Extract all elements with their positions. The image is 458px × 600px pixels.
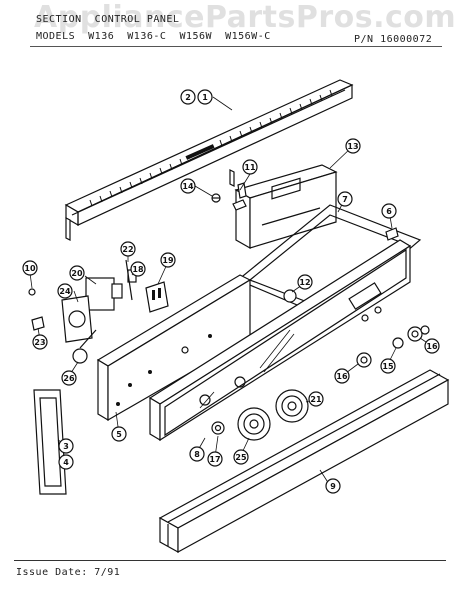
part-10-screw: [28, 288, 36, 296]
callout-5: 5: [111, 426, 127, 442]
callout-23: 23: [32, 334, 48, 350]
svg-text:20: 20: [71, 269, 83, 278]
callout-2: 2: [180, 89, 196, 105]
callout-20: 20: [69, 265, 85, 281]
callout-13: 13: [345, 138, 361, 154]
part-3-4-bezel: [33, 389, 67, 495]
part-26-shaft-knob: [72, 329, 97, 364]
svg-text:11: 11: [244, 163, 256, 172]
callout-15: 15: [380, 358, 396, 374]
svg-text:1: 1: [202, 93, 208, 102]
callout-11: 11: [242, 159, 258, 175]
callout-22: 22: [120, 241, 136, 257]
svg-text:2: 2: [185, 93, 191, 102]
callout-3: 3: [58, 438, 74, 454]
part-14-screw: [211, 193, 221, 203]
callout-24: 24: [57, 283, 73, 299]
svg-text:18: 18: [132, 265, 144, 274]
part-19-relay: [145, 281, 169, 313]
callout-25: 25: [233, 449, 249, 465]
callout-18: 18: [130, 261, 146, 277]
callout-16-right: 16: [424, 338, 440, 354]
svg-text:16: 16: [336, 372, 348, 381]
svg-text:17: 17: [209, 455, 220, 464]
svg-text:3: 3: [63, 442, 69, 451]
svg-text:14: 14: [182, 182, 194, 191]
part-17-small-knob: [211, 421, 225, 435]
issue-date: Issue Date: 7/91: [16, 567, 121, 578]
svg-text:10: 10: [24, 264, 36, 273]
svg-text:13: 13: [347, 142, 358, 151]
part-20-switch: [85, 277, 123, 311]
svg-text:6: 6: [386, 207, 392, 216]
svg-text:15: 15: [382, 362, 394, 371]
part-22-spring: [125, 259, 133, 301]
part-8-front-glass: [148, 239, 412, 442]
part-15-small-knob: [392, 337, 404, 349]
callout-10: 10: [22, 260, 38, 276]
model-list: MODELS W136 W136-C W156W W156W-C: [36, 31, 271, 42]
footer-divider: [14, 560, 446, 561]
svg-text:5: 5: [116, 430, 122, 439]
callout-16-center: 16: [334, 368, 350, 384]
callout-1: 1: [197, 89, 213, 105]
svg-text:19: 19: [162, 256, 174, 265]
watermark-logo: AppliancePartsPros.com: [34, 0, 457, 35]
section-title: SECTION CONTROL PANEL: [36, 14, 180, 25]
callout-21: 21: [308, 391, 324, 407]
part-16-small-knob-center: [356, 352, 372, 368]
part-25-knob: [237, 407, 271, 441]
callout-4: 4: [58, 454, 74, 470]
svg-text:26: 26: [63, 374, 75, 383]
callout-6: 6: [381, 203, 397, 219]
callout-8: 8: [189, 446, 205, 462]
part-21-knob: [275, 389, 309, 423]
svg-text:23: 23: [34, 338, 45, 347]
svg-text:7: 7: [342, 195, 348, 204]
svg-text:21: 21: [310, 395, 322, 404]
callout-26: 26: [61, 370, 77, 386]
svg-text:25: 25: [235, 453, 247, 462]
part-number: P/N 16000072: [354, 34, 433, 45]
svg-text:12: 12: [299, 278, 310, 287]
part-13-display-module: [234, 164, 338, 250]
part-12-grommet: [283, 289, 297, 303]
part-5-back-plate: [96, 274, 252, 422]
callout-9: 9: [325, 478, 341, 494]
svg-text:9: 9: [330, 482, 336, 491]
svg-text:22: 22: [122, 245, 133, 254]
header-divider: [30, 46, 442, 47]
part-24-switch-body: [61, 295, 93, 343]
part-23-clip: [31, 316, 45, 331]
callout-19: 19: [160, 252, 176, 268]
svg-text:16: 16: [426, 342, 438, 351]
callout-7: 7: [337, 191, 353, 207]
svg-text:24: 24: [59, 287, 71, 296]
part-16-small-knob-right: [407, 326, 423, 342]
part-6-block: [385, 227, 399, 241]
part-rail-1-2: [64, 79, 354, 241]
part-screw-right: [420, 325, 430, 335]
svg-text:4: 4: [63, 458, 69, 467]
part-11-clip: [232, 182, 247, 211]
callout-14: 14: [180, 178, 196, 194]
callout-12: 12: [297, 274, 313, 290]
part-9-bottom-trim: [158, 369, 450, 554]
svg-text:8: 8: [194, 450, 200, 459]
callout-17: 17: [207, 451, 223, 467]
